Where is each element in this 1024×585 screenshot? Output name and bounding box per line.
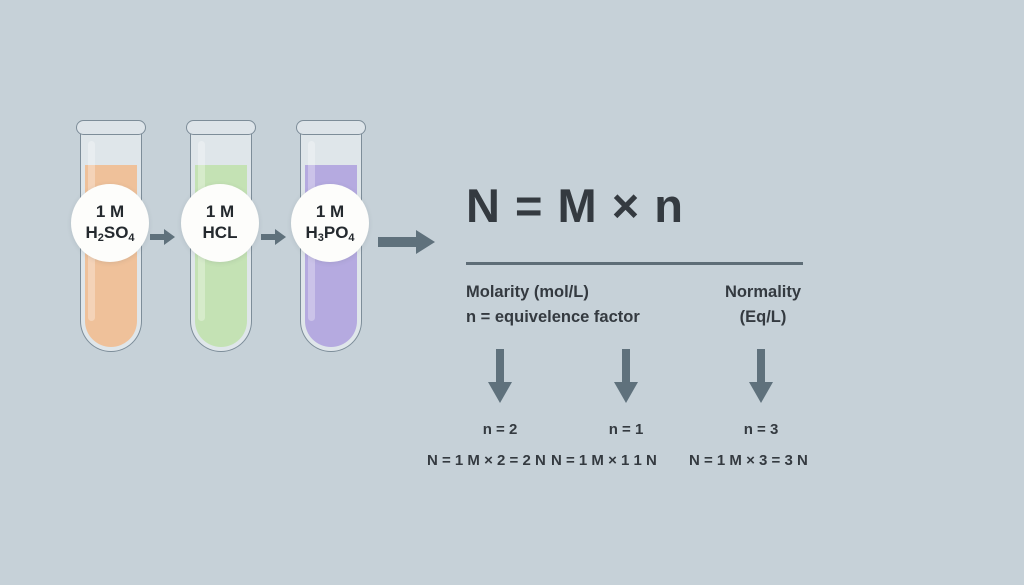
result-equation-2: N = 1 M × 1 1 N (551, 452, 657, 469)
legend-molarity-line1: Molarity (mol/L) (466, 283, 589, 301)
n-value-3: n = 3 (743, 421, 779, 438)
chip-formula: H3PO4 (305, 223, 355, 244)
chip-h3po4: 1 M H3PO4 (291, 184, 369, 262)
chip-h2so4: 1 M H2SO4 (71, 184, 149, 262)
legend-normality-line1: Normality (724, 283, 802, 301)
arrow-right-icon-2 (261, 228, 287, 246)
arrow-right-large-icon (378, 229, 436, 255)
arrow-right-icon-1 (150, 228, 176, 246)
result-equation-3: N = 1 M × 3 = 3 N (689, 452, 808, 469)
tube-rim (296, 120, 366, 135)
legend-normality-line2: (Eq/L) (739, 308, 787, 327)
main-formula: N = M × n (466, 179, 684, 232)
tube-rim (186, 120, 256, 135)
formula-divider (466, 262, 803, 265)
legend-molarity-line2: n = equivelence factor (466, 308, 640, 327)
chip-formula: HCL (202, 223, 238, 242)
chip-molarity: 1 M (205, 202, 235, 222)
chip-hcl: 1 M HCL (181, 184, 259, 262)
arrow-down-icon-3 (748, 349, 774, 404)
n-value-1: n = 2 (482, 421, 518, 438)
n-value-2: n = 1 (608, 421, 644, 438)
result-equation-1: N = 1 M × 2 = 2 N (427, 452, 546, 469)
arrow-down-icon-2 (613, 349, 639, 404)
chip-molarity: 1 M (315, 202, 345, 222)
legend-normality: Normality (Eq/L) (700, 280, 826, 330)
tube-rim (76, 120, 146, 135)
chip-molarity: 1 M (95, 202, 125, 222)
legend-molarity: Molarity (mol/L) n = equivelence factor (466, 280, 640, 330)
arrow-down-icon-1 (487, 349, 513, 404)
chip-formula: H2SO4 (85, 223, 135, 244)
